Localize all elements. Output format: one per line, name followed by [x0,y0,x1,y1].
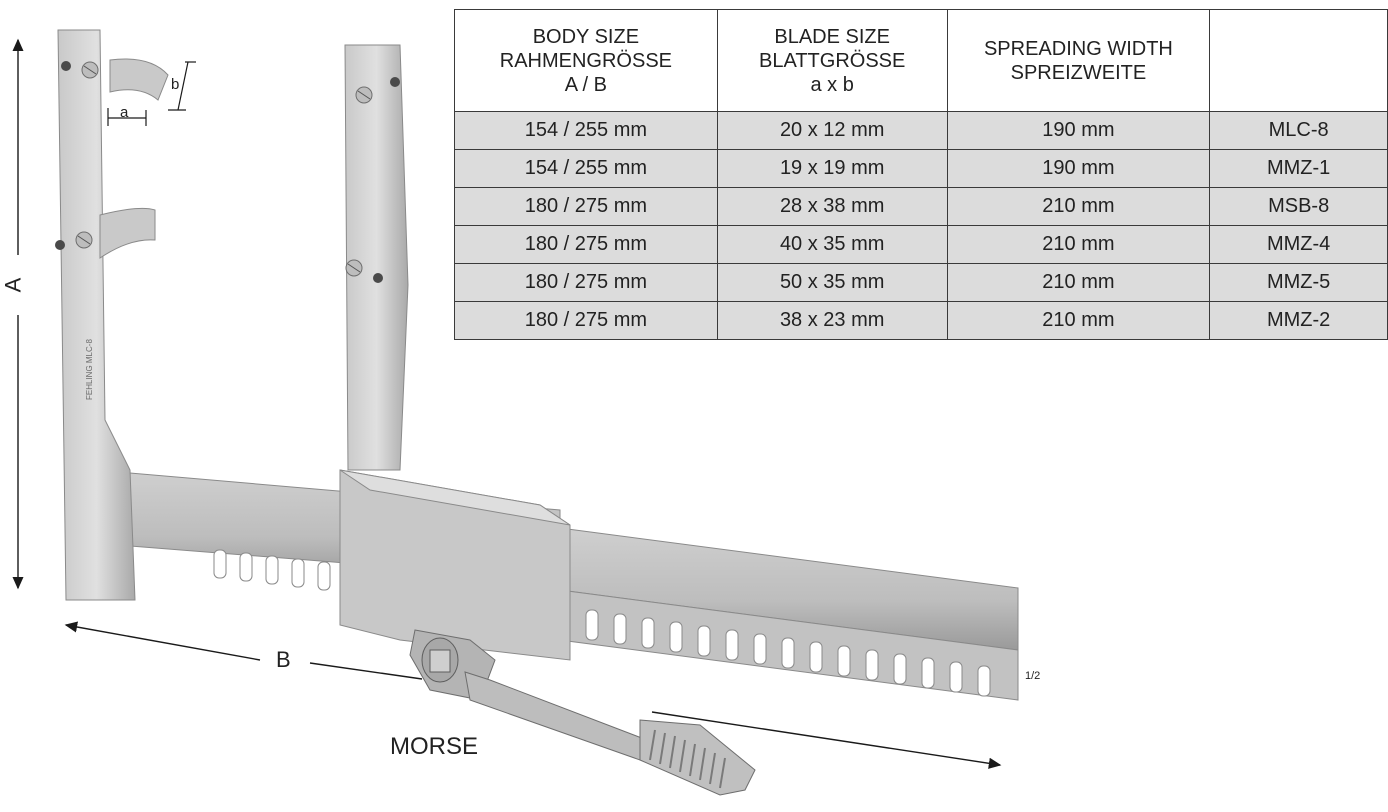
header-spreading-width: SPREADING WIDTH SPREIZWEITE [946,9,1211,112]
table-row: 180 / 275 mm 40 x 35 mm 210 mm MMZ-4 [454,225,1388,264]
dimension-a-label: A [0,277,26,293]
cell-body-size: 180 / 275 mm [454,225,718,264]
table-row: 154 / 255 mm 20 x 12 mm 190 mm MLC-8 [454,111,1388,150]
cell-body-size: 180 / 275 mm [454,187,718,226]
table-row: 180 / 275 mm 50 x 35 mm 210 mm MMZ-5 [454,263,1388,302]
dimension-b-arrow [64,621,1002,769]
fixed-arm [55,29,169,601]
cell-spreading-width: 210 mm [946,187,1211,226]
blade-dimension-marks [107,61,196,126]
cell-article-number: MSB-8 [1209,187,1388,226]
table-header-row: BODY SIZE RAHMENGRÖSSE A / B BLADE SIZE … [454,9,1388,112]
cell-body-size: 154 / 255 mm [454,111,718,150]
crank-handle [409,629,756,796]
scale-label: 1/2 [1025,670,1041,682]
spec-table: BODY SIZE RAHMENGRÖSSE A / B BLADE SIZE … [454,9,1388,340]
cell-body-size: 180 / 275 mm [454,301,718,340]
header-body-size: BODY SIZE RAHMENGRÖSSE A / B [454,9,718,112]
cell-blade-size: 19 x 19 mm [716,149,948,188]
cell-article-number: MMZ-4 [1209,225,1388,264]
cell-article-number: MMZ-5 [1209,263,1388,302]
cell-blade-size: 20 x 12 mm [716,111,948,150]
cell-blade-size: 50 x 35 mm [716,263,948,302]
header-blade-size: BLADE SIZE BLATTGRÖSSE a x b [716,9,948,112]
cell-article-number: MMZ-1 [1209,149,1388,188]
table-row: 180 / 275 mm 28 x 38 mm 210 mm MSB-8 [454,187,1388,226]
table-row: 154 / 255 mm 19 x 19 mm 190 mm MMZ-1 [454,149,1388,188]
cell-article-number: MLC-8 [1209,111,1388,150]
cell-spreading-width: 190 mm [946,111,1211,150]
dimension-b-label: B [276,647,291,672]
cell-spreading-width: 210 mm [946,225,1211,264]
cell-spreading-width: 210 mm [946,301,1211,340]
cell-body-size: 154 / 255 mm [454,149,718,188]
product-name: MORSE [390,733,479,760]
cell-blade-size: 38 x 23 mm [716,301,948,340]
cell-spreading-width: 190 mm [946,149,1211,188]
cell-blade-size: 28 x 38 mm [716,187,948,226]
table-row: 180 / 275 mm 38 x 23 mm 210 mm MMZ-2 [454,301,1388,340]
cell-spreading-width: 210 mm [946,263,1211,302]
movable-arm [339,44,571,661]
engraving-text: FEHLING MLC-8 [85,339,94,400]
cell-article-number: MMZ-2 [1209,301,1388,340]
header-article-number [1209,9,1388,112]
blade-b-label: b [171,76,180,93]
cell-body-size: 180 / 275 mm [454,263,718,302]
cell-blade-size: 40 x 35 mm [716,225,948,264]
blade-a-label: a [120,104,129,121]
